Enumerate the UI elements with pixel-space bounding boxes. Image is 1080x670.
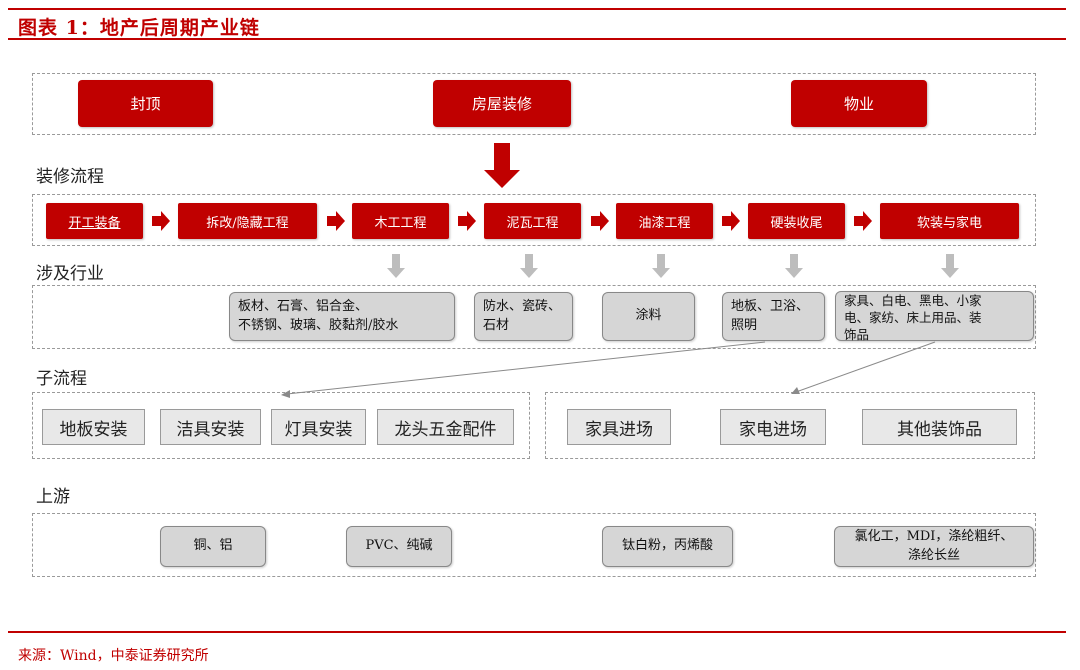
sub-step-lighting-install: 灯具安装 bbox=[271, 409, 366, 445]
right-arrow-4 bbox=[591, 211, 609, 231]
industry-box-flooring-sanitary: 地板、卫浴、 照明 bbox=[722, 292, 825, 341]
stage-box-decoration: 房屋装修 bbox=[433, 80, 571, 127]
grey-down-arrow-1 bbox=[387, 254, 405, 278]
industry-box-boards-metals: 板材、石膏、铝合金、 不锈钢、玻璃、胶黏剂/胶水 bbox=[229, 292, 455, 341]
step-demolition-hidden: 拆改/隐藏工程 bbox=[178, 203, 317, 239]
industry-box-coatings: 涂料 bbox=[602, 292, 695, 341]
sub-step-faucet-hardware: 龙头五金配件 bbox=[377, 409, 514, 445]
sub-step-sanitary-install: 洁具安装 bbox=[160, 409, 261, 445]
title-top-rule bbox=[8, 8, 1066, 10]
title-bottom-rule bbox=[8, 38, 1066, 40]
right-arrow-5 bbox=[722, 211, 740, 231]
right-arrow-2 bbox=[327, 211, 345, 231]
top-stage-container bbox=[32, 73, 1036, 135]
industry-box-waterproof-tiles: 防水、瓷砖、 石材 bbox=[474, 292, 573, 341]
step-hard-finish: 硬装收尾 bbox=[748, 203, 845, 239]
industry-box-furniture-appliances: 家具、白电、黑电、小家 电、家纺、床上用品、装 饰品 bbox=[835, 291, 1034, 342]
figure-title: 图表 1：地产后周期产业链 bbox=[18, 17, 260, 39]
grey-down-arrow-4 bbox=[785, 254, 803, 278]
label-industries: 涉及行业 bbox=[36, 264, 104, 284]
down-arrow-big bbox=[484, 143, 520, 188]
sub-step-other-decor: 其他装饰品 bbox=[862, 409, 1017, 445]
label-decoration-process: 装修流程 bbox=[36, 167, 104, 187]
label-upstream: 上游 bbox=[36, 487, 70, 507]
sub-step-floor-install: 地板安装 bbox=[42, 409, 145, 445]
upstream-box-titanium-acrylic: 钛白粉，丙烯酸 bbox=[602, 526, 733, 567]
source-note: 来源：Wind，中泰证券研究所 bbox=[18, 648, 209, 664]
step-masonry: 泥瓦工程 bbox=[484, 203, 581, 239]
step-soft-furnish: 软装与家电 bbox=[880, 203, 1019, 239]
stage-box-property: 物业 bbox=[791, 80, 927, 127]
sub-process-right-container bbox=[545, 392, 1035, 459]
connector-furniture-to-right bbox=[795, 341, 936, 393]
right-arrow-1 bbox=[152, 211, 170, 231]
upstream-box-copper-aluminum: 铜、铝 bbox=[160, 526, 266, 567]
grey-down-arrow-2 bbox=[520, 254, 538, 278]
upstream-box-chemicals-fibers: 氯化工，MDI，涤纶粗纤、 涤纶长丝 bbox=[834, 526, 1034, 567]
connector-flooring-arrowhead bbox=[281, 390, 290, 398]
right-arrow-6 bbox=[854, 211, 872, 231]
process-flow-container bbox=[32, 194, 1036, 246]
step-painting: 油漆工程 bbox=[616, 203, 713, 239]
sub-step-furniture-entry: 家具进场 bbox=[567, 409, 671, 445]
sub-process-left-container bbox=[32, 392, 530, 459]
stage-box-capping: 封顶 bbox=[78, 80, 213, 127]
grey-down-arrow-3 bbox=[652, 254, 670, 278]
connector-furniture-arrowhead bbox=[791, 387, 800, 394]
sub-step-appliance-entry: 家电进场 bbox=[720, 409, 826, 445]
grey-down-arrow-5 bbox=[941, 254, 959, 278]
connector-flooring-to-left bbox=[286, 341, 766, 395]
upstream-container bbox=[32, 513, 1036, 577]
footer-rule bbox=[8, 631, 1066, 633]
step-carpentry: 木工工程 bbox=[352, 203, 449, 239]
step-start-prep: 开工装备 bbox=[46, 203, 143, 239]
upstream-box-pvc-soda: PVC、纯碱 bbox=[346, 526, 452, 567]
industries-container bbox=[32, 285, 1036, 349]
right-arrow-3 bbox=[458, 211, 476, 231]
label-sub-process: 子流程 bbox=[36, 369, 87, 389]
